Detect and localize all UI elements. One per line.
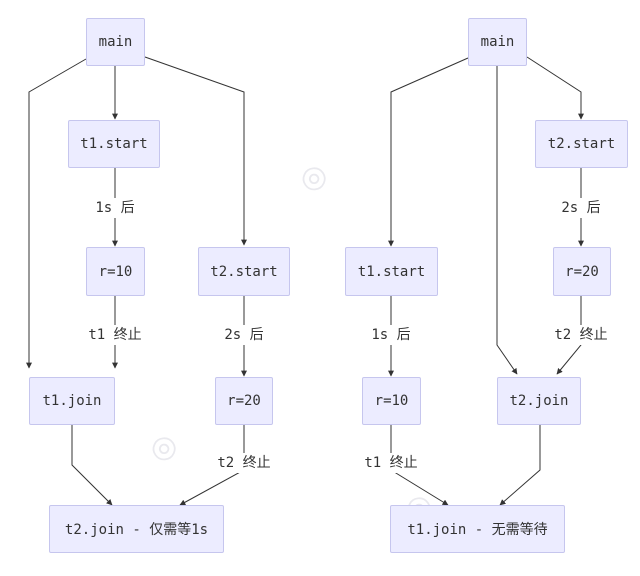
edge-main-t1-start-r [388,57,469,247]
edge-main-t1-join [26,58,87,369]
node-main-right: main [468,18,527,66]
node-t2-join-left: t2.join - 仅需等1s [49,505,224,553]
edge-main-t2-join-r [496,66,518,375]
node-t2-join-right: t2.join [497,377,581,425]
edge-t2-join-t1-join-r [499,425,541,506]
node-r10-right: r=10 [362,377,421,425]
node-t1-join-right: t1.join - 无需等待 [390,505,565,553]
edge-label-t2-end-left: t2 终止 [215,453,273,473]
edge-label-1s-right: 1s 后 [369,325,413,345]
node-t1-start-right: t1.start [345,247,438,296]
edge-label-2s-right: 2s 后 [559,198,603,218]
edge-t1-join-t2-join [71,425,113,506]
edge-main-t2-start-r [526,56,584,120]
edge-main-t2-start [144,56,247,246]
edge-label-t1-end-left: t1 终止 [86,325,144,345]
edge-label-t1-end-right: t1 终止 [362,453,420,473]
node-r10-left: r=10 [86,247,145,296]
edge-r20-t2-join-r [556,296,582,375]
edge-label-2s-left: 2s 后 [222,325,266,345]
node-main-left: main [86,18,145,66]
node-r20-right: r=20 [553,247,611,296]
node-t1-join-left: t1.join [29,377,115,425]
edge-label-t2-end-right: t2 终止 [552,325,610,345]
node-t2-start-left: t2.start [198,247,290,296]
edge-label-1s-left: 1s 后 [93,198,137,218]
node-t2-start-right: t2.start [535,120,628,168]
node-r20-left: r=20 [215,377,273,425]
node-t1-start-left: t1.start [68,120,160,168]
